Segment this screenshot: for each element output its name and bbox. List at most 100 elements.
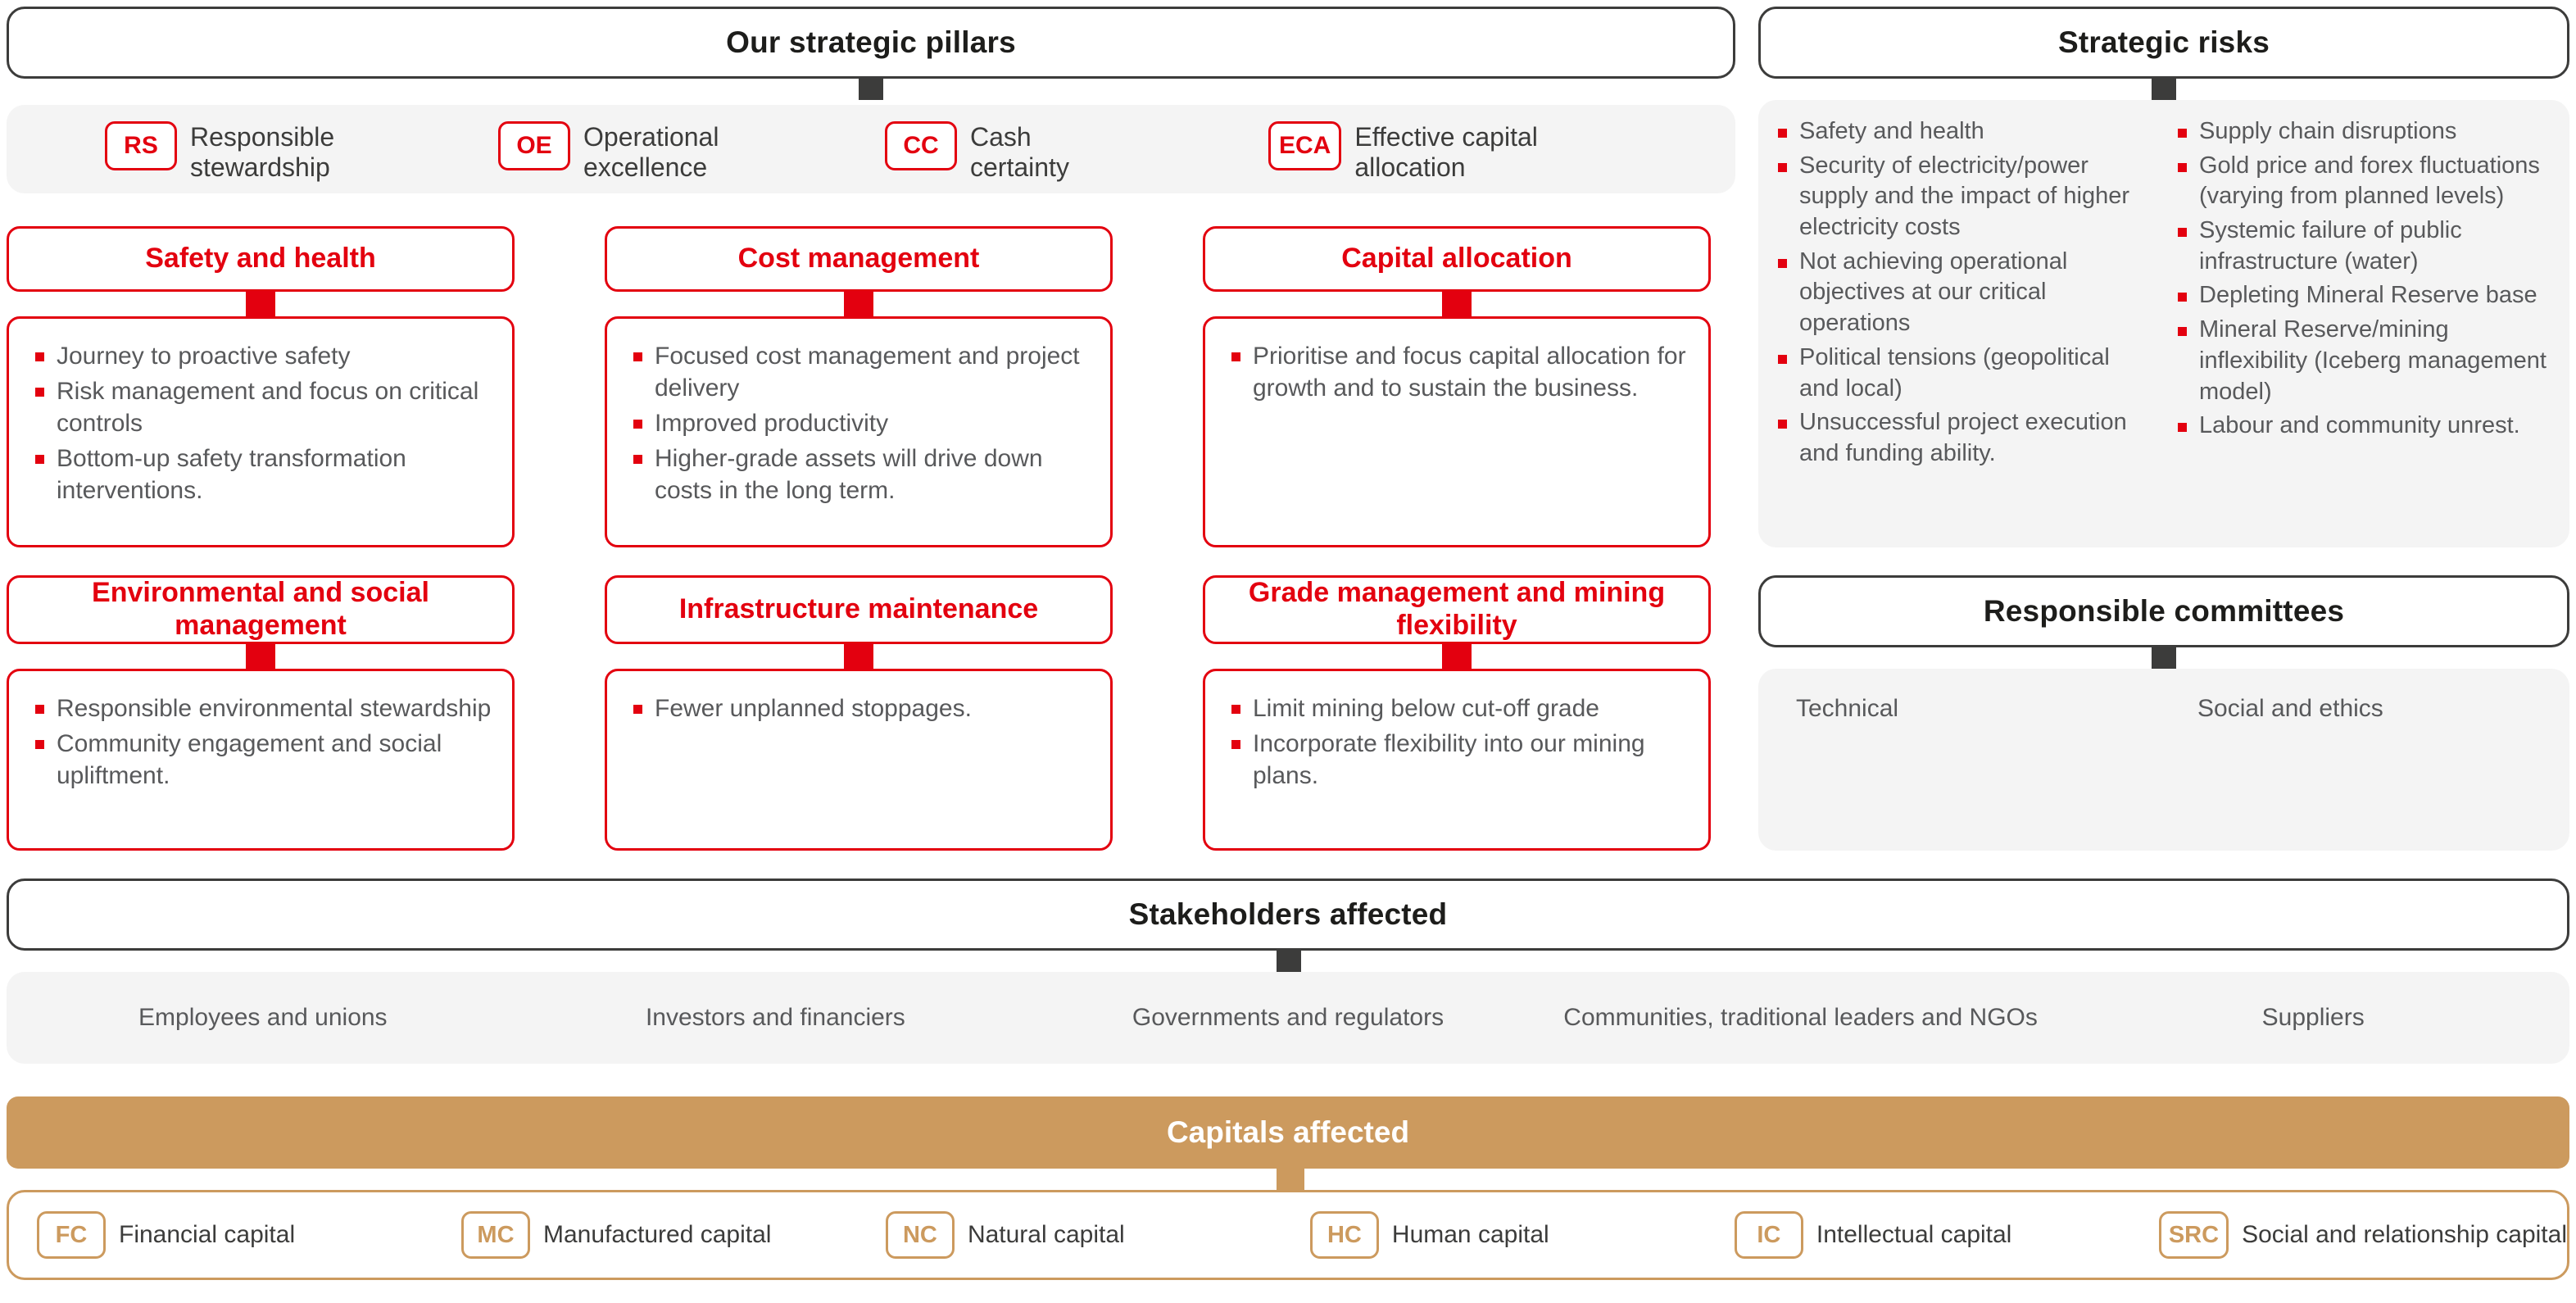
pillar-code-oe: OE: [498, 121, 570, 170]
pillar-code-eca: ECA: [1268, 121, 1342, 170]
capitals-affected-title: Capitals affected: [1166, 1115, 1410, 1149]
card-body-environmental-and-social-management: Responsible environmental stewardship Co…: [7, 669, 515, 851]
connector-tab-risks: [2152, 79, 2176, 100]
card-title-grade-management-and-mining-flexibility: Grade management and mining flexibility: [1248, 577, 1666, 641]
connector-tab-card-4: [246, 644, 275, 669]
stakeholder-item-governments-and-regulators[interactable]: Governments and regulators: [1132, 1004, 1444, 1031]
stakeholder-item-communities-traditional-leaders-and-ngos[interactable]: Communities, traditional leaders and NGO…: [1563, 1004, 2038, 1031]
strategic-risks-list: Safety and health Security of electricit…: [1758, 100, 2569, 547]
list-item: Limit mining below cut-off grade: [1225, 692, 1689, 724]
responsible-committees-header: Responsible committees: [1758, 575, 2569, 647]
list-item: Supply chain disruptions: [2171, 116, 2550, 148]
card-header-cost-management[interactable]: Cost management: [605, 226, 1113, 292]
card-title-safety-and-health: Safety and health: [145, 243, 376, 275]
pillar-label-eca: Effective capital allocation: [1354, 122, 1538, 183]
capital-code-hc: HC: [1309, 1211, 1379, 1259]
bullet-list-safety-and-health: Journey to proactive safety Risk managem…: [29, 340, 492, 506]
capital-code-fc: FC: [37, 1211, 106, 1259]
card-header-safety-and-health[interactable]: Safety and health: [7, 226, 515, 292]
list-item: Fewer unplanned stoppages.: [627, 692, 1091, 724]
card-title-capital-allocation: Capital allocation: [1341, 243, 1572, 275]
card-body-capital-allocation: Prioritise and focus capital allocation …: [1203, 316, 1711, 547]
stakeholder-item-investors-and-financiers[interactable]: Investors and financiers: [645, 1004, 905, 1031]
stakeholders-affected-header: Stakeholders affected: [7, 879, 2569, 951]
pillar-operational-excellence[interactable]: OE Operational excellence: [498, 121, 769, 183]
pillar-label-oe: Operational excellence: [583, 122, 719, 183]
bullet-list-infrastructure-maintenance: Fewer unplanned stoppages.: [627, 692, 1091, 724]
capital-label-fc: Financial capital: [119, 1221, 296, 1248]
list-item: Incorporate flexibility into our mining …: [1225, 728, 1689, 792]
strategic-pillars-header: Our strategic pillars: [7, 7, 1735, 79]
stakeholder-item-employees-and-unions[interactable]: Employees and unions: [138, 1004, 388, 1031]
capital-intellectual-capital[interactable]: IC Intellectual capital: [1707, 1211, 2131, 1259]
connector-tab-stakeholders: [1277, 951, 1301, 972]
capital-code-nc: NC: [885, 1211, 955, 1259]
pillar-responsible-stewardship[interactable]: RS Responsible stewardship: [105, 121, 392, 183]
responsible-committees-list: Technical Social and ethics: [1758, 669, 2569, 851]
connector-tab-pillars: [859, 79, 883, 100]
list-item: Community engagement and social upliftme…: [29, 728, 492, 792]
committee-item-social-and-ethics[interactable]: Social and ethics: [2197, 695, 2383, 722]
pillar-code-cc: CC: [885, 121, 957, 170]
capital-code-src: SRC: [2158, 1211, 2229, 1259]
card-header-capital-allocation[interactable]: Capital allocation: [1203, 226, 1711, 292]
capital-label-mc: Manufactured capital: [542, 1221, 772, 1248]
committee-item-technical[interactable]: Technical: [1796, 695, 1899, 722]
list-item: Gold price and forex fluctuations (varyi…: [2171, 151, 2550, 212]
capital-label-hc: Human capital: [1391, 1221, 1549, 1248]
bullet-list-environmental-and-social-management: Responsible environmental stewardship Co…: [29, 692, 492, 792]
stakeholder-item-suppliers[interactable]: Suppliers: [2261, 1004, 2365, 1031]
capital-code-mc: MC: [460, 1211, 530, 1259]
capital-label-src: Social and relationship capital: [2242, 1221, 2567, 1248]
pillar-label-rs: Responsible stewardship: [190, 122, 335, 183]
strategic-risks-header: Strategic risks: [1758, 7, 2569, 79]
connector-tab-card-3: [1442, 292, 1472, 316]
capital-code-ic: IC: [1734, 1211, 1803, 1259]
list-item: Labour and community unrest.: [2171, 411, 2550, 442]
list-item: Unsuccessful project execution and fundi…: [1771, 407, 2150, 469]
capitals-affected-list: FC Financial capital MC Manufactured cap…: [7, 1190, 2569, 1280]
connector-tab-committees: [2152, 647, 2176, 669]
connector-tab-card-2: [844, 292, 873, 316]
pillar-label-cc: Cash certainty: [970, 122, 1069, 183]
list-item: Depleting Mineral Reserve base: [2171, 280, 2550, 311]
list-item: Journey to proactive safety: [29, 340, 492, 372]
capital-social-and-relationship-capital[interactable]: SRC Social and relationship capital: [2131, 1211, 2567, 1259]
bullet-list-grade-management-and-mining-flexibility: Limit mining below cut-off grade Incorpo…: [1225, 692, 1689, 792]
capital-human-capital[interactable]: HC Human capital: [1282, 1211, 1707, 1259]
connector-tab-card-5: [844, 644, 873, 669]
bullet-list-capital-allocation: Prioritise and focus capital allocation …: [1225, 340, 1689, 404]
card-title-infrastructure-maintenance: Infrastructure maintenance: [678, 593, 1039, 625]
connector-tab-card-1: [246, 292, 275, 316]
list-item: Prioritise and focus capital allocation …: [1225, 340, 1689, 404]
capital-label-ic: Intellectual capital: [1816, 1221, 2012, 1248]
risks-column-right: Supply chain disruptions Gold price and …: [2171, 116, 2550, 473]
list-item: Not achieving operational objectives at …: [1771, 247, 2150, 339]
card-body-infrastructure-maintenance: Fewer unplanned stoppages.: [605, 669, 1113, 851]
list-item: Systemic failure of public infrastructur…: [2171, 216, 2550, 277]
strategic-risks-title: Strategic risks: [2057, 25, 2270, 59]
capitals-affected-header: Capitals affected: [7, 1096, 2569, 1169]
capital-manufactured-capital[interactable]: MC Manufactured capital: [433, 1211, 858, 1259]
list-item: Mineral Reserve/mining inflexibility (Ic…: [2171, 315, 2550, 407]
stakeholders-affected-title: Stakeholders affected: [1128, 897, 1448, 931]
capital-natural-capital[interactable]: NC Natural capital: [858, 1211, 1282, 1259]
list-item: Responsible environmental stewardship: [29, 692, 492, 724]
pillar-effective-capital-allocation[interactable]: ECA Effective capital allocation: [1268, 121, 1612, 183]
risks-column-left: Safety and health Security of electricit…: [1771, 116, 2150, 473]
list-item: Risk management and focus on critical co…: [29, 375, 492, 439]
list-item: Security of electricity/power supply and…: [1771, 151, 2150, 243]
strategic-pillars-list: RS Responsible stewardship OE Operationa…: [7, 105, 1735, 193]
list-item: Political tensions (geopolitical and loc…: [1771, 343, 2150, 404]
card-body-cost-management: Focused cost management and project deli…: [605, 316, 1113, 547]
card-header-grade-management-and-mining-flexibility[interactable]: Grade management and mining flexibility: [1203, 575, 1711, 644]
card-title-cost-management: Cost management: [737, 243, 980, 275]
card-header-environmental-and-social-management[interactable]: Environmental and social management: [7, 575, 515, 644]
card-header-infrastructure-maintenance[interactable]: Infrastructure maintenance: [605, 575, 1113, 644]
stakeholders-affected-list: Employees and unions Investors and finan…: [7, 972, 2569, 1064]
capital-financial-capital[interactable]: FC Financial capital: [9, 1211, 433, 1259]
card-body-safety-and-health: Journey to proactive safety Risk managem…: [7, 316, 515, 547]
connector-tab-capitals: [1277, 1169, 1304, 1190]
pillar-cash-certainty[interactable]: CC Cash certainty: [885, 121, 1131, 183]
card-body-grade-management-and-mining-flexibility: Limit mining below cut-off grade Incorpo…: [1203, 669, 1711, 851]
